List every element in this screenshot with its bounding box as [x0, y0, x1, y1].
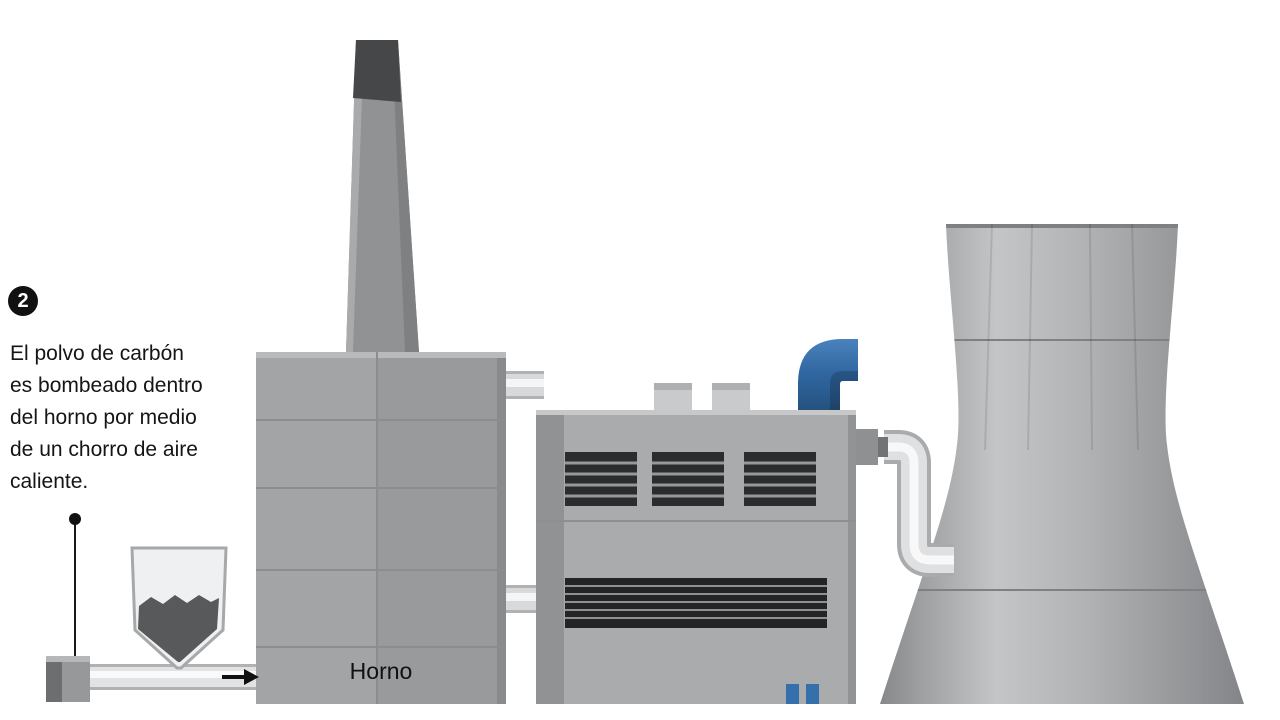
step-number-badge: 2 [8, 286, 38, 316]
callout-line: es bombeado dentro [10, 374, 203, 397]
cooling-tower [880, 224, 1244, 704]
boiler-roof-vents [654, 383, 750, 410]
chimney [346, 40, 419, 352]
furnace-label: Horno [349, 658, 413, 684]
boiler-base-blue-tabs [786, 684, 819, 704]
step-number: 2 [17, 289, 29, 312]
boiler-to-tower-pipe [884, 430, 954, 577]
boiler-grilles-upper [565, 452, 816, 506]
feed-arrow [222, 669, 259, 685]
callout-line: de un chorro de aire [10, 438, 198, 461]
coal-hopper [130, 546, 228, 670]
furnace-building [256, 352, 506, 704]
furnace-to-boiler-pipe-upper [500, 371, 544, 399]
blue-elbow-pipe [798, 339, 858, 410]
callout-line: caliente. [10, 470, 89, 493]
boiler-grille-band [565, 578, 827, 628]
pipe-coupling [856, 429, 888, 465]
callout-line: del horno por medio [10, 406, 197, 429]
callout-leader [69, 513, 81, 656]
callout-description: El polvo de carbón es bombeado dentro de… [10, 338, 270, 498]
coal-pump [46, 656, 90, 702]
callout-line: El polvo de carbón [10, 342, 184, 365]
